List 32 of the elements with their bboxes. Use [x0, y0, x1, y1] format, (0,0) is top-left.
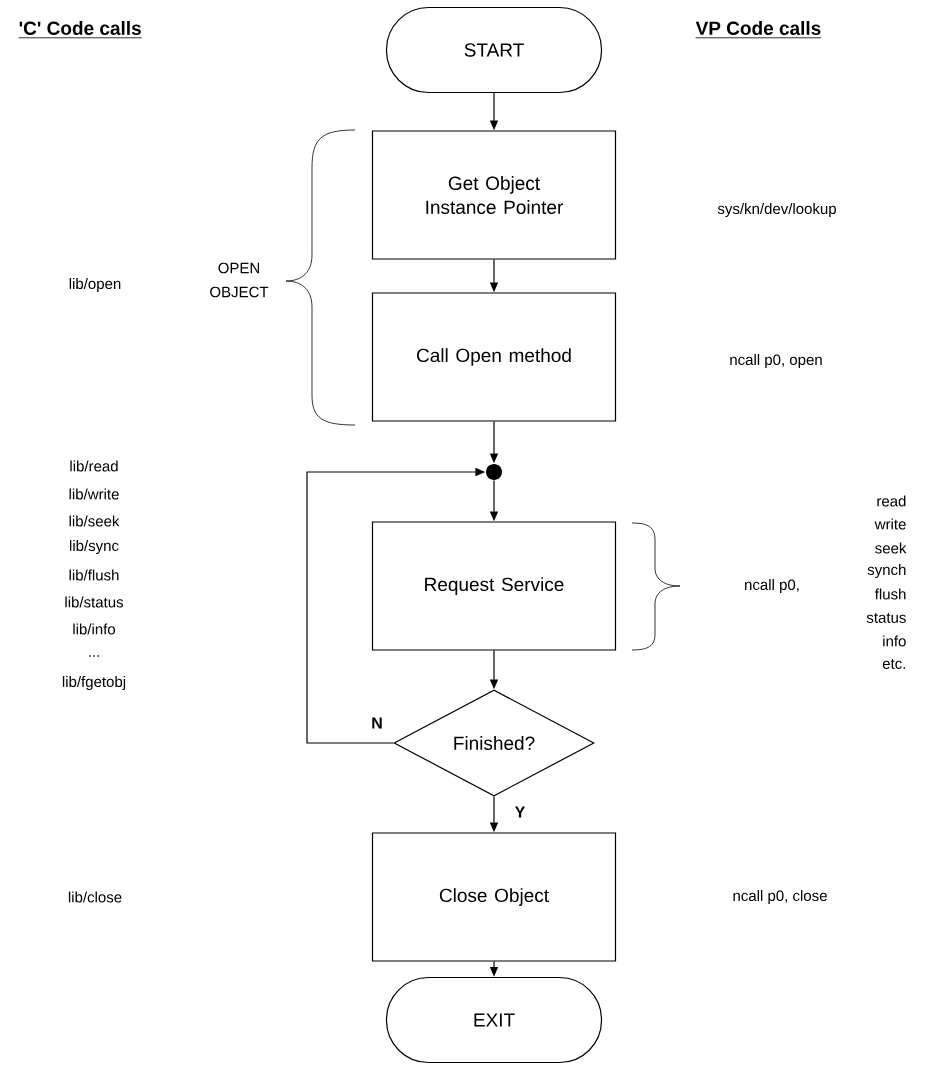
- group-label: OPEN OBJECT: [210, 262, 269, 298]
- column-heading: VP Code calls: [695, 21, 822, 39]
- code-label: lib/sync: [70, 540, 119, 554]
- code-label: ncall p0, open: [730, 354, 822, 368]
- process-box: Close Object: [371, 832, 617, 962]
- process-box: Get Object Instance Pointer: [371, 130, 617, 260]
- code-label: write: [874, 518, 906, 530]
- code-label: ncall p0, close: [733, 890, 827, 904]
- process-box: Call Open method: [371, 292, 617, 422]
- code-label: lib/info: [73, 623, 116, 635]
- code-label: ncall p0,: [745, 579, 799, 593]
- code-label: read: [877, 495, 906, 507]
- code-label: synch: [867, 564, 906, 578]
- code-label: lib/status: [65, 596, 124, 608]
- process-box: Request Service: [371, 521, 617, 651]
- column-heading: 'C' Code calls: [18, 21, 143, 39]
- code-label: lib/flush: [69, 569, 119, 581]
- code-label: sys/kn/dev/lookup: [717, 203, 836, 217]
- edge-label: Y: [514, 806, 526, 818]
- code-label: info: [883, 635, 906, 647]
- code-label: flush: [874, 588, 906, 600]
- code-label: lib/open: [69, 278, 121, 292]
- code-label: lib/close: [68, 891, 122, 903]
- edge-label: N: [372, 717, 382, 729]
- code-label: lib/read: [70, 460, 118, 472]
- code-label: seek: [875, 542, 907, 554]
- code-label: ...: [89, 655, 99, 657]
- code-label: status: [866, 613, 906, 623]
- code-label: lib/write: [69, 488, 119, 500]
- code-label: lib/fgetobj: [62, 676, 126, 690]
- code-label: lib/seek: [69, 515, 120, 527]
- code-label: etc.: [882, 659, 906, 669]
